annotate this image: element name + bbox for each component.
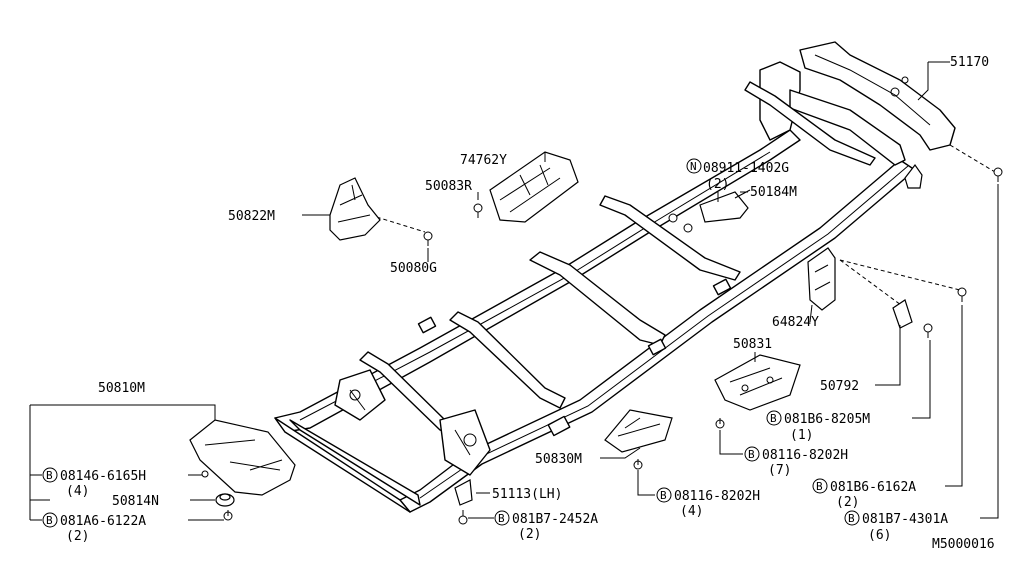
- svg-text:B: B: [848, 512, 855, 525]
- bolt-08146-6165H-icon[interactable]: [201, 470, 209, 478]
- label-50814N[interactable]: 50814N: [112, 494, 159, 509]
- part-50792[interactable]: [892, 299, 913, 329]
- label-081B6-8205M[interactable]: 081B6-8205M: [784, 412, 870, 427]
- label-08911-qty: (2): [706, 177, 729, 192]
- label-51170[interactable]: 51170: [950, 55, 989, 70]
- label-081B6-8205M-qty: (1): [790, 428, 813, 443]
- bolt-50080G-icon[interactable]: [423, 231, 433, 246]
- label-081B7-2452A-qty: (2): [518, 527, 541, 542]
- label-081A6-6122A[interactable]: 081A6-6122A: [60, 514, 146, 529]
- bolt-081B6-6162A-icon[interactable]: [957, 287, 967, 302]
- svg-text:B: B: [46, 469, 53, 482]
- part-50822M[interactable]: [329, 177, 381, 241]
- svg-text:B: B: [816, 480, 823, 493]
- label-08911-1402G[interactable]: 08911-1402G: [703, 161, 789, 176]
- part-50810M[interactable]: [189, 419, 296, 496]
- bolt-081A6-6122A-icon[interactable]: [223, 510, 233, 521]
- badge-b-081B7-4301A: B: [844, 510, 860, 526]
- label-50810M[interactable]: 50810M: [98, 381, 145, 396]
- bolt-50083R-icon[interactable]: [473, 203, 483, 218]
- part-51113-lh[interactable]: [454, 479, 473, 506]
- leader-dashed: [369, 144, 996, 309]
- bolt-081B6-8205M-icon[interactable]: [923, 323, 933, 338]
- svg-text:B: B: [748, 448, 755, 461]
- label-081B7-4301A-qty: (6): [868, 528, 891, 543]
- label-081B7-2452A[interactable]: 081B7-2452A: [512, 512, 598, 527]
- label-081B6-6162A[interactable]: 081B6-6162A: [830, 480, 916, 495]
- label-74762Y[interactable]: 74762Y: [460, 153, 507, 168]
- badge-b-081B6-6162A: B: [812, 478, 828, 494]
- part-50831[interactable]: [714, 354, 801, 411]
- label-08116-8202H-b-qty: (4): [680, 504, 703, 519]
- badge-b-081B7-2452A: B: [494, 510, 510, 526]
- badge-b-081B6-8205M: B: [766, 410, 782, 426]
- part-50814N[interactable]: [215, 493, 235, 507]
- label-08116-8202H-b[interactable]: 08116-8202H: [674, 489, 760, 504]
- label-081A6-6122A-qty: (2): [66, 529, 89, 544]
- diagram-id: M5000016: [932, 537, 995, 552]
- label-50184M[interactable]: 50184M: [750, 185, 797, 200]
- label-08116-8202H-a[interactable]: 08116-8202H: [762, 448, 848, 463]
- bolt-08116-8202H-b-icon[interactable]: [633, 459, 643, 470]
- badge-b-08146-6165H: B: [42, 467, 58, 483]
- svg-text:B: B: [660, 489, 667, 502]
- fasteners: [201, 167, 1003, 525]
- label-08146-6165H-qty: (4): [66, 484, 89, 499]
- part-64824Y[interactable]: [807, 247, 836, 311]
- svg-text:N: N: [690, 160, 697, 173]
- label-081B7-4301A[interactable]: 081B7-4301A: [862, 512, 948, 527]
- nut-08911-icon[interactable]: [668, 213, 693, 233]
- label-08146-6165H[interactable]: 08146-6165H: [60, 469, 146, 484]
- svg-text:B: B: [770, 412, 777, 425]
- badge-b-08116-8202H-a: B: [744, 446, 760, 462]
- leader-lines: [29, 61, 999, 521]
- label-51113-lh[interactable]: 51113(LH): [492, 487, 562, 502]
- label-64824Y[interactable]: 64824Y: [772, 315, 819, 330]
- label-08116-8202H-a-qty: (7): [768, 463, 791, 478]
- bolt-08116-8202H-a-icon[interactable]: [715, 418, 725, 429]
- chassis-frame: [274, 41, 956, 513]
- callout-labels: 51170 74762Y 50083R 50822M 50080G N 0891…: [42, 55, 995, 552]
- badge-b-08116-8202H-b: B: [656, 487, 672, 503]
- label-50830M[interactable]: 50830M: [535, 452, 582, 467]
- label-50792[interactable]: 50792: [820, 379, 859, 394]
- bolt-081B7-4301A-icon[interactable]: [993, 167, 1003, 182]
- label-081B6-6162A-qty: (2): [836, 495, 859, 510]
- bolt-081B7-2452A-icon[interactable]: [458, 510, 468, 525]
- label-50822M[interactable]: 50822M: [228, 209, 275, 224]
- part-rear-bracket[interactable]: [904, 163, 923, 189]
- badge-b-081A6-6122A: B: [42, 512, 58, 528]
- badge-n-08911: N: [686, 158, 702, 174]
- part-50184M[interactable]: [699, 191, 749, 223]
- label-50831[interactable]: 50831: [733, 337, 772, 352]
- svg-text:B: B: [46, 514, 53, 527]
- label-50080G[interactable]: 50080G: [390, 261, 437, 276]
- part-50830M[interactable]: [604, 409, 673, 453]
- svg-text:B: B: [498, 512, 505, 525]
- label-50083R[interactable]: 50083R: [425, 179, 472, 194]
